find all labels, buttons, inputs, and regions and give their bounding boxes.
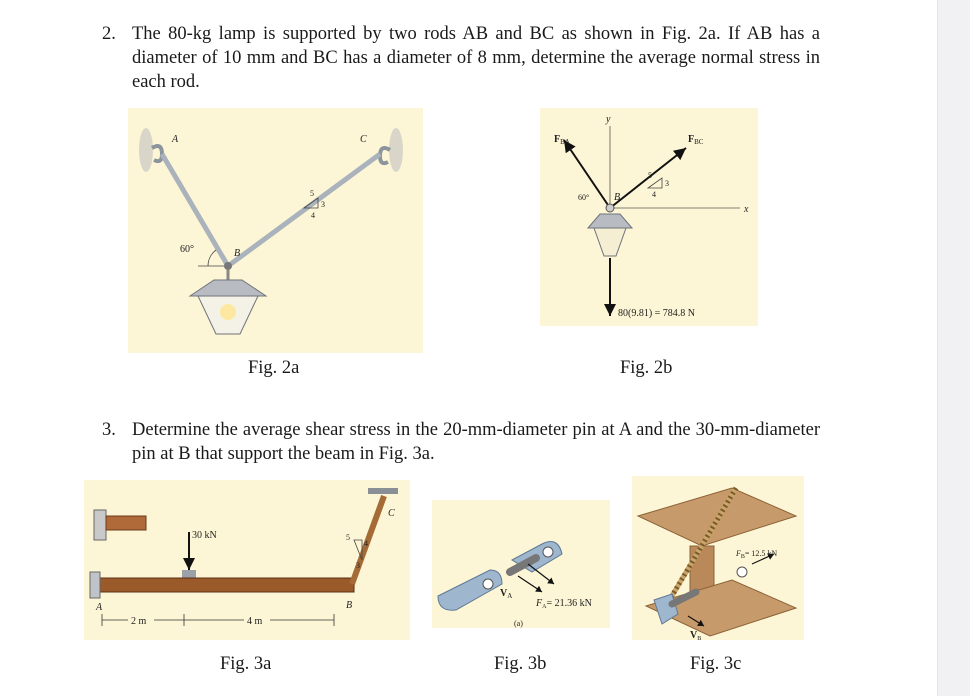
fig-2b-label-b: B	[614, 192, 620, 203]
dimension-label-bg-1	[128, 614, 154, 626]
hook-c	[377, 146, 392, 166]
force-fb-arrow	[751, 553, 775, 565]
fig-2a-label-c: C	[360, 134, 367, 145]
fig-3c-panel: FB= 12.5 kN VB	[632, 476, 804, 642]
fig-3a-panel: 30 kN A C B 5 4 3 2 m 4 m	[84, 480, 410, 640]
wall-bracket	[93, 509, 107, 541]
pin-hole-left	[482, 578, 494, 590]
fig-2a-caption: Fig. 2a	[248, 358, 300, 378]
fig-3b-sublabel: (a)	[514, 619, 523, 628]
fig-2a-label-a: A	[171, 134, 179, 145]
strut-cable	[663, 486, 739, 608]
pin-hole-right	[542, 546, 554, 558]
fig-3a-slope-5: 5	[346, 533, 350, 542]
pin-a	[506, 554, 540, 576]
fig-2a-slope-4: 4	[311, 211, 315, 220]
shear-va-arrow	[517, 575, 543, 593]
hook-a	[150, 144, 165, 164]
slope-triangle	[302, 197, 319, 209]
wall-support-left	[139, 128, 153, 172]
fig-3a-drawing: 30 kN A C B 5 4 3 2 m 4 m	[89, 488, 398, 627]
fig-3a-load: 30 kN	[192, 530, 217, 541]
fig-3a-slope-3: 3	[356, 561, 360, 570]
fig-2a-label-b: B	[234, 248, 240, 259]
fig-2b-slope-5: 5	[648, 171, 652, 180]
fig-2a-panel: 60° 5 4 3 A C B	[128, 108, 423, 353]
lamp-shade-2b	[586, 213, 634, 229]
fig-2a-angle: 60°	[180, 244, 194, 255]
problem-3-number: 3.	[102, 420, 116, 440]
slope-triangle-3a	[353, 539, 363, 561]
fig-3b-force: FA= 21.36 kN	[535, 598, 592, 610]
fig-2b-slope-3: 3	[665, 179, 669, 188]
fig-3c-drawing: FB= 12.5 kN VB	[636, 486, 798, 642]
upper-beam-stub	[105, 515, 147, 531]
fig-2b-angle: 60°	[578, 193, 589, 202]
angle-arc	[207, 249, 217, 267]
joint-b-2b	[605, 203, 615, 213]
wall-support-right	[389, 128, 403, 172]
fig-2b-panel: x y FBA FBC 60° B 5 4 3 80(9.81) = 784.8…	[540, 108, 758, 326]
problem-2-text: The 80-kg lamp is supported by two rods …	[132, 24, 820, 92]
fig-3a-dim-1: 2 m	[131, 616, 147, 627]
fig-2a-drawing: 60° 5 4 3 A C B	[139, 128, 403, 335]
ceiling-plate	[368, 488, 398, 494]
fig-3a-caption: Fig. 3a	[220, 654, 272, 674]
fig-2b-force-ba: FBA	[554, 134, 570, 146]
slope-triangle-2b	[646, 177, 663, 189]
fig-2b-axis-y: y	[605, 114, 611, 125]
beam	[97, 577, 355, 593]
fig-2b-slope-4: 4	[652, 190, 656, 199]
fig-3a-dim-2: 4 m	[247, 616, 263, 627]
scrollbar-track[interactable]	[937, 0, 970, 696]
fig-3c-force: FB= 12.5 kN	[735, 549, 777, 560]
fig-2a-slope-3: 3	[321, 200, 325, 209]
fig-3b-caption: Fig. 3b	[494, 654, 547, 674]
lamp-shade	[188, 279, 268, 297]
beam-bottom-flange	[644, 579, 798, 637]
force-fa-arrow	[527, 563, 555, 585]
fig-3a-slope-4: 4	[364, 539, 368, 548]
fig-2b-caption: Fig. 2b	[620, 358, 673, 378]
fig-2b-weight: 80(9.81) = 784.8 N	[618, 308, 695, 319]
fig-3b-panel: VA FA= 21.36 kN (a)	[432, 500, 610, 628]
fig-2b-force-bc: FBC	[688, 134, 704, 146]
force-ba-arrow	[563, 139, 611, 209]
force-bc-arrow	[609, 147, 687, 209]
fig-3c-label-vb: VB	[690, 630, 701, 640]
problem-3-text: Determine the average shear stress in th…	[132, 420, 820, 464]
shear-vb-arrow	[687, 615, 705, 627]
clevis-plate-left	[437, 569, 503, 611]
fig-3a-label-b: B	[346, 600, 352, 611]
rod-ab	[159, 152, 231, 268]
lamp-globe-2b	[593, 227, 627, 257]
fig-3b-label-va: VA	[500, 588, 512, 600]
load-block	[182, 570, 196, 578]
lamp-bulb	[220, 304, 236, 320]
rod-bc	[226, 151, 382, 269]
pin-hole-b	[736, 566, 748, 578]
fig-3c-caption: Fig. 3c	[690, 654, 742, 674]
fig-3b-drawing: VA FA= 21.36 kN (a)	[437, 541, 592, 628]
problem-2-number: 2.	[102, 24, 116, 44]
fig-2a-slope-5: 5	[310, 189, 314, 198]
pin-a-support	[89, 571, 101, 599]
dimension-label-bg-2	[244, 614, 270, 626]
pin-b	[668, 588, 700, 608]
fig-3a-label-c: C	[388, 508, 395, 519]
joint-b	[224, 262, 232, 270]
strut-bc	[349, 494, 387, 586]
fig-2b-axis-x: x	[743, 204, 749, 215]
fig-3a-label-a: A	[95, 602, 103, 613]
fig-2b-drawing: x y FBA FBC 60° B 5 4 3 80(9.81) = 784.8…	[554, 114, 749, 319]
